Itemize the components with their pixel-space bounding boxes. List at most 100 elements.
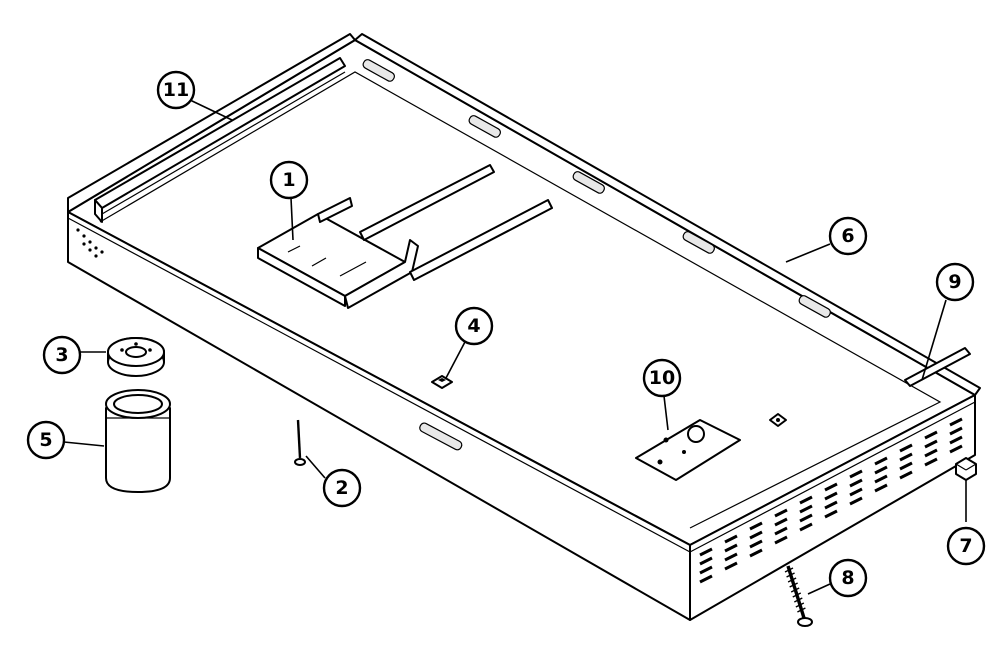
callout-8: 8 <box>807 558 868 598</box>
louvre-slot <box>849 496 863 506</box>
louvre-slot <box>924 439 938 449</box>
callout-2: 2 <box>305 455 362 508</box>
right-vent-louvres <box>699 417 963 584</box>
bracket-plate-edge <box>257 247 346 307</box>
louvre-slot <box>949 426 963 436</box>
louvre-slot <box>899 443 913 453</box>
louvre-slot <box>724 561 738 571</box>
clip-part-7 <box>955 457 977 481</box>
svg-text:9: 9 <box>948 271 961 293</box>
clip-part-4 <box>431 375 453 389</box>
louvre-slot <box>849 478 863 488</box>
callout-5: 5 <box>26 420 105 460</box>
louvre-slot <box>874 483 888 493</box>
louvre-slot <box>899 470 913 480</box>
callout-1: 1 <box>269 160 309 241</box>
louvre-slot <box>924 457 938 467</box>
plate-body <box>635 419 741 481</box>
rear-channel-part-11 <box>94 57 346 223</box>
end-strip-part-9 <box>904 347 971 387</box>
louvre-slot <box>874 474 888 484</box>
louvre-slot <box>799 504 813 514</box>
louvre-slot <box>749 530 763 540</box>
pin-part-2 <box>294 419 306 466</box>
louvre-slot <box>749 521 763 531</box>
louvre-slot <box>699 565 713 575</box>
svg-text:5: 5 <box>39 429 52 451</box>
svg-text:1: 1 <box>282 169 295 191</box>
small-clip-near-plate <box>769 413 787 427</box>
louvre-slot <box>699 556 713 566</box>
louvre-slot <box>899 452 913 462</box>
bracket-rail-upper <box>359 164 495 241</box>
louvre-slot <box>699 547 713 557</box>
louvre-slot <box>824 500 838 510</box>
louvre-slot <box>949 435 963 445</box>
screw-thread <box>789 582 798 588</box>
screw-thread <box>797 607 806 613</box>
svg-text:3: 3 <box>55 344 68 366</box>
louvre-slot <box>799 522 813 532</box>
screw-thread <box>793 597 803 603</box>
svg-text:10: 10 <box>649 367 675 389</box>
tray-main <box>67 33 981 621</box>
tray-inner-edge <box>99 71 942 529</box>
louvre-slot <box>874 465 888 475</box>
channel-lower-edge <box>101 71 346 215</box>
louvre-slot <box>924 430 938 440</box>
callout-7: 7 <box>946 480 986 566</box>
bracket-rail-lower <box>409 199 553 281</box>
tray-right-wall <box>689 394 976 621</box>
callout-4: 4 <box>445 306 494 379</box>
screw-thread <box>792 592 802 598</box>
louvre-slot <box>774 535 788 545</box>
louvre-slot <box>799 495 813 505</box>
louvre-slot <box>949 444 963 454</box>
louvre-slot <box>774 526 788 536</box>
louvre-slot <box>849 487 863 497</box>
louvre-slot <box>749 548 763 558</box>
screw-thread <box>787 577 797 583</box>
cap-part-3 <box>107 337 165 377</box>
screw-thread <box>790 587 800 593</box>
tray-left-wall <box>67 33 356 213</box>
svg-text:7: 7 <box>959 535 972 557</box>
tray-front-rim <box>67 217 691 553</box>
louvre-slot <box>949 417 963 427</box>
svg-text:8: 8 <box>841 567 854 589</box>
callout-6: 6 <box>785 216 868 263</box>
callout-11: 11 <box>156 70 233 121</box>
louvre-slot <box>774 508 788 518</box>
jar-part-5 <box>105 389 171 493</box>
louvre-slot <box>724 534 738 544</box>
callout-10: 10 <box>642 358 682 431</box>
tray-back-wall <box>354 33 981 396</box>
bracket-flange <box>344 239 419 309</box>
tray-right-rim <box>689 401 976 553</box>
louvre-slot <box>824 482 838 492</box>
screw-thread <box>784 567 794 573</box>
bracket-part-1 <box>257 164 553 309</box>
svg-text:4: 4 <box>467 315 480 337</box>
screw-part-8 <box>784 565 813 627</box>
louvre-slot <box>899 461 913 471</box>
louvre-slot <box>749 539 763 549</box>
bracket-tab <box>317 197 353 223</box>
front-wall-slot <box>419 422 463 451</box>
louvre-slot <box>824 509 838 519</box>
louvre-slot <box>774 517 788 527</box>
svg-text:2: 2 <box>335 477 348 499</box>
svg-text:11: 11 <box>163 79 189 101</box>
louvre-slot <box>699 574 713 584</box>
screw-thread <box>786 572 795 578</box>
louvre-slot <box>849 469 863 479</box>
callout-9: 9 <box>921 262 975 381</box>
louvre-slot <box>874 456 888 466</box>
svg-text:6: 6 <box>841 225 854 247</box>
louvre-slot <box>824 491 838 501</box>
louvre-slot <box>799 513 813 523</box>
screw-thread <box>795 602 805 608</box>
louvre-slot <box>924 448 938 458</box>
left-vent-holes <box>76 228 104 258</box>
